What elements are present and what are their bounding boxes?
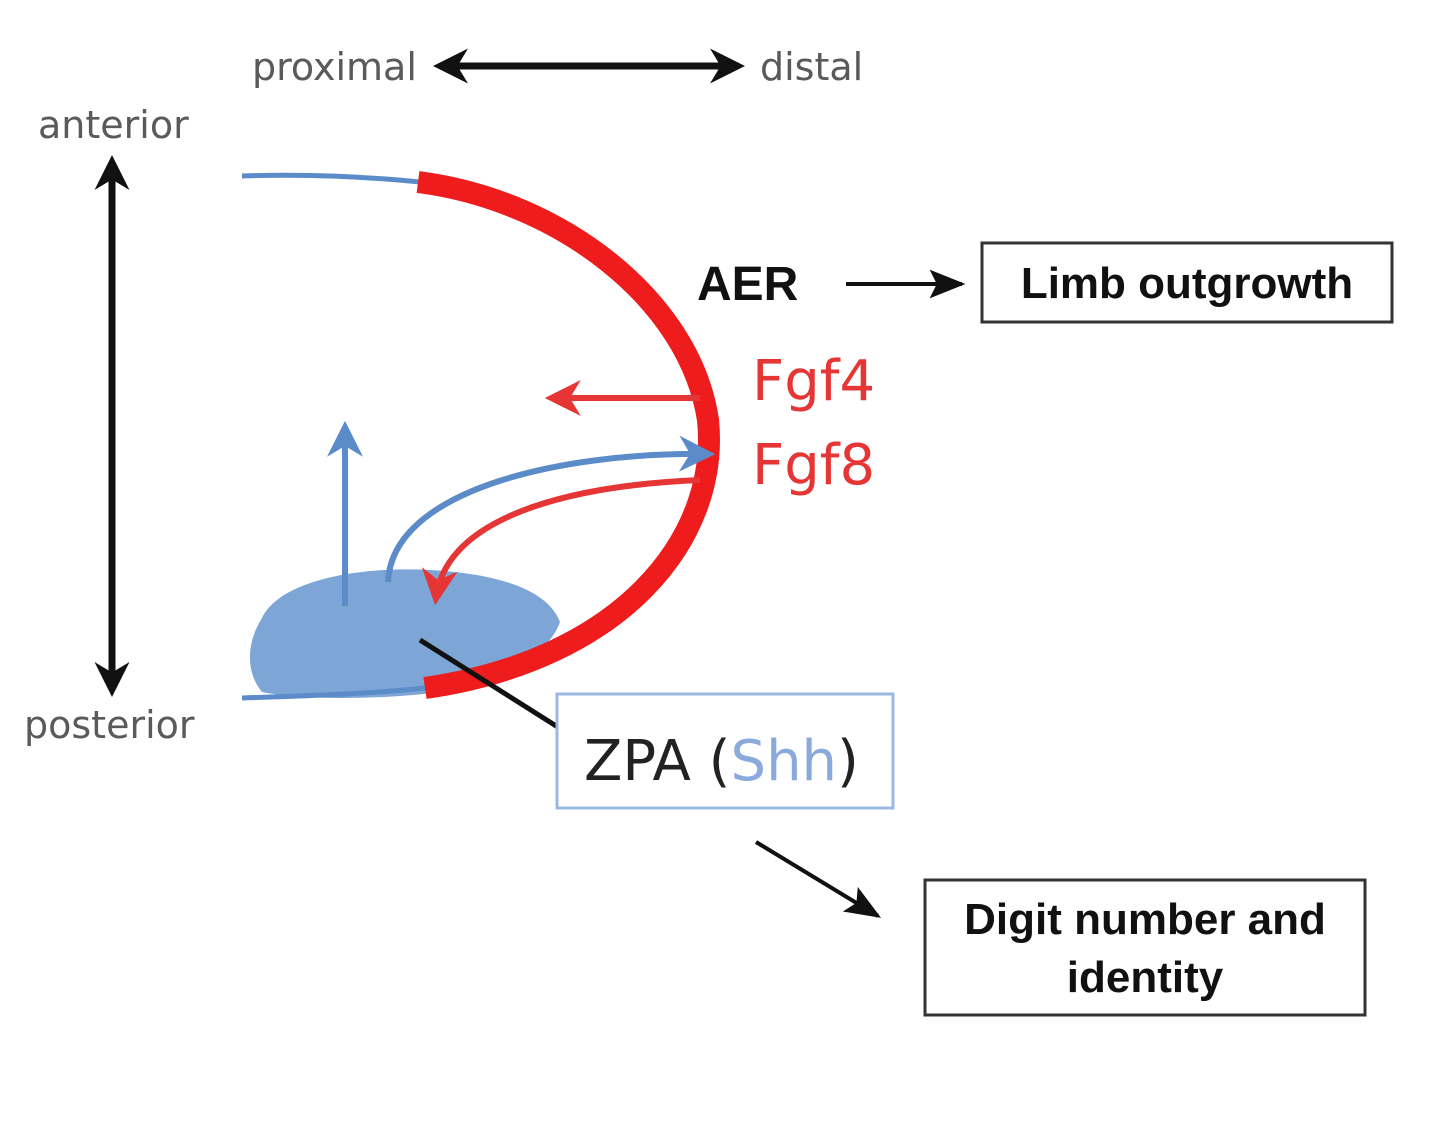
distal-label: distal [760,45,863,89]
proximal-label: proximal [252,45,417,89]
aer-label: AER [697,258,798,311]
ectoderm-outline-top [241,172,421,185]
fgf-to-zpa-arrow [421,477,701,606]
zpa-label: ZPA (Shh) [584,729,859,794]
digit-identity-line2: identity [1067,953,1224,1002]
zpa-label-box [555,692,895,810]
fgf4-label: Fgf4 [752,349,875,414]
limb-outgrowth-label: Limb outgrowth [1021,259,1353,308]
zpa-pointer-line [418,637,574,739]
zpa-effect-arrow [754,840,882,918]
digit-identity-line1: Digit number and [964,895,1326,944]
zpa-label-suffix: ) [837,729,859,794]
zpa-label-prefix: ZPA ( [584,729,731,794]
ectoderm-outline-bottom [241,685,426,701]
limb-outgrowth-box [980,241,1394,324]
aer-ridge [416,171,720,699]
fgf8-label: Fgf8 [752,433,875,498]
anterior-label: anterior [38,103,189,147]
digit-identity-box [923,878,1367,1017]
shh-to-aer-arrow [385,435,716,583]
posterior-label: posterior [24,703,195,747]
shh-label: Shh [731,729,838,794]
